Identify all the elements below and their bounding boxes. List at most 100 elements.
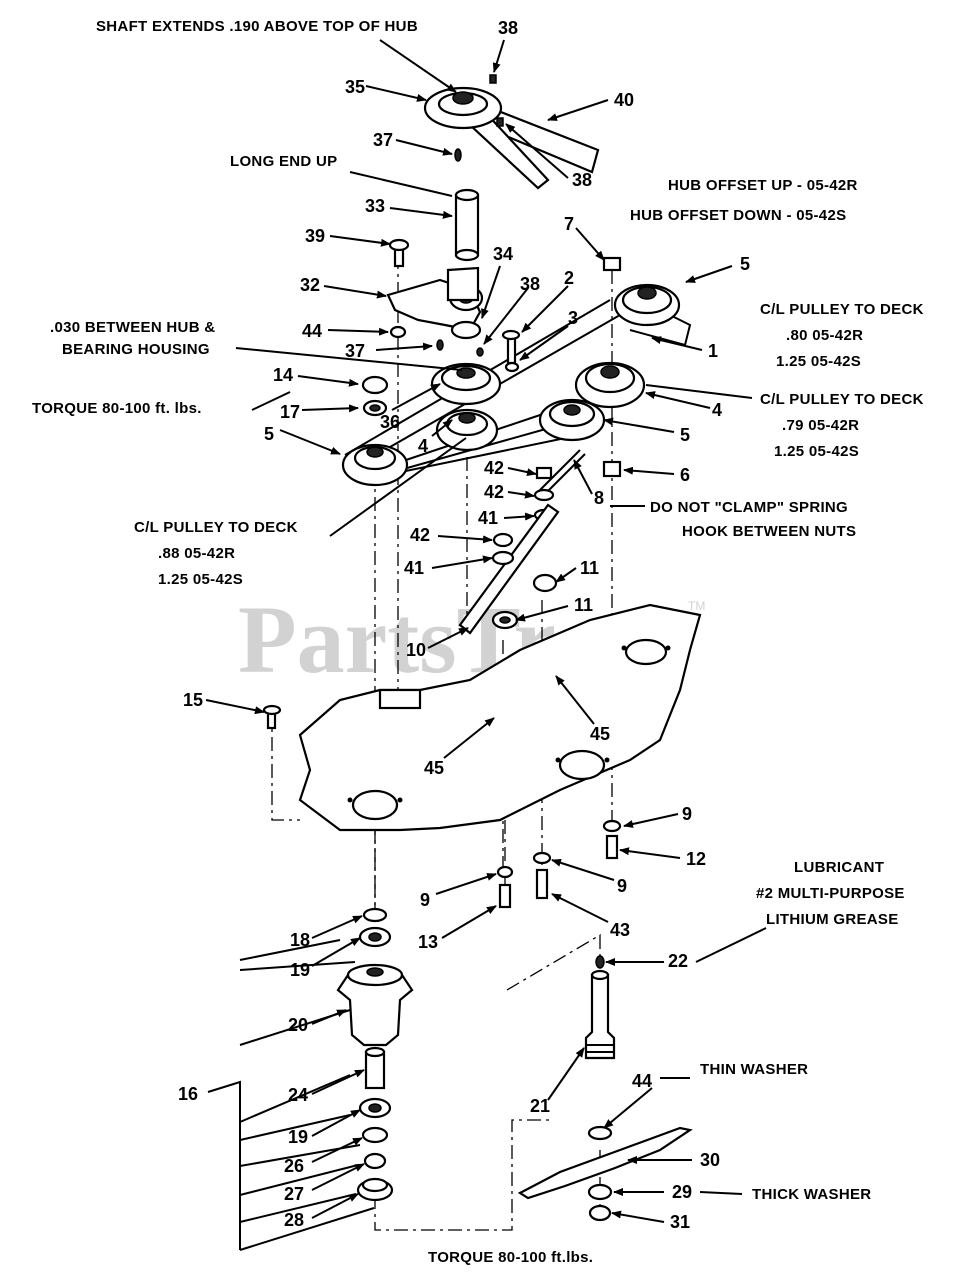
leader-lines bbox=[205, 39, 767, 1251]
note-cl-left-title: C/L PULLEY TO DECK bbox=[134, 519, 298, 536]
note-thick-washer: THICK WASHER bbox=[752, 1186, 871, 1203]
callout-1: 1 bbox=[708, 341, 718, 361]
callouts: 38 35 40 37 38 33 39 34 32 38 2 7 5 44 3… bbox=[178, 18, 750, 1232]
note-cl-left-b: 1.25 05-42S bbox=[158, 571, 243, 588]
note-cl-right1-title: C/L PULLEY TO DECK bbox=[760, 301, 924, 318]
note-thin-washer: THIN WASHER bbox=[700, 1061, 808, 1078]
shaft-33 bbox=[454, 193, 480, 257]
note-lubricant-1: LUBRICANT bbox=[794, 859, 884, 876]
callout-45: 45 bbox=[424, 758, 444, 778]
note-between-hub-1: .030 BETWEEN HUB & bbox=[50, 319, 215, 336]
deck-plate bbox=[262, 603, 702, 832]
seal-18 bbox=[362, 907, 388, 923]
callout-38: 38 bbox=[520, 274, 540, 294]
callout-15: 15 bbox=[183, 690, 203, 710]
bolt-13 bbox=[498, 883, 512, 909]
callout-19: 19 bbox=[288, 1127, 308, 1147]
callout-34: 34 bbox=[493, 244, 513, 264]
note-shaft-extends: SHAFT EXTENDS .190 ABOVE TOP OF HUB bbox=[96, 18, 418, 35]
thick-washer-29 bbox=[587, 1183, 613, 1201]
thin-washer-44 bbox=[587, 1125, 613, 1141]
idler-arm-assembly bbox=[386, 74, 600, 357]
callout-32: 32 bbox=[300, 275, 320, 295]
callout-5: 5 bbox=[680, 425, 690, 445]
seal-27 bbox=[363, 1152, 387, 1170]
retaining-ring-26 bbox=[361, 1126, 389, 1144]
bolt-43 bbox=[535, 868, 549, 900]
callout-10: 10 bbox=[406, 640, 426, 660]
note-torque-top: TORQUE 80-100 ft. lbs. bbox=[32, 400, 202, 417]
notes: SHAFT EXTENDS .190 ABOVE TOP OF HUB LONG… bbox=[32, 18, 924, 1266]
callout-14: 14 bbox=[273, 365, 293, 385]
note-cl-right1-a: .80 05-42R bbox=[786, 327, 863, 344]
callout-41: 41 bbox=[478, 508, 498, 528]
callout-6: 6 bbox=[680, 465, 690, 485]
note-cl-left-a: .88 05-42R bbox=[158, 545, 235, 562]
pulley-5-top-right bbox=[613, 283, 681, 327]
blade-30 bbox=[517, 1126, 693, 1200]
callout-8: 8 bbox=[594, 488, 604, 508]
spindle-housing-20 bbox=[336, 973, 414, 1047]
callout-29: 29 bbox=[672, 1182, 692, 1202]
callout-20: 20 bbox=[288, 1015, 308, 1035]
washer-44 bbox=[389, 325, 407, 339]
spindle-shaft-21 bbox=[584, 973, 616, 1060]
callout-5: 5 bbox=[740, 254, 750, 274]
callout-38: 38 bbox=[572, 170, 592, 190]
callout-36: 36 bbox=[380, 412, 400, 432]
set-screw-38 bbox=[489, 74, 497, 84]
callout-26: 26 bbox=[284, 1156, 304, 1176]
pulley-4-right bbox=[574, 361, 646, 409]
callout-33: 33 bbox=[365, 196, 385, 216]
callout-43: 43 bbox=[610, 920, 630, 940]
note-cl-right2-b: 1.25 05-42S bbox=[774, 443, 859, 460]
callout-38: 38 bbox=[498, 18, 518, 38]
grease-fitting-22 bbox=[595, 955, 605, 969]
callout-21: 21 bbox=[530, 1096, 550, 1116]
pulley-36-center bbox=[430, 362, 502, 406]
callout-11: 11 bbox=[580, 558, 599, 578]
callout-9: 9 bbox=[617, 876, 627, 896]
callout-4: 4 bbox=[712, 400, 722, 420]
callout-9: 9 bbox=[682, 804, 692, 824]
spring-8 bbox=[539, 449, 581, 491]
nut-31 bbox=[588, 1204, 612, 1222]
pulleys bbox=[341, 256, 681, 487]
callout-37: 37 bbox=[345, 341, 365, 361]
callout-42: 42 bbox=[484, 482, 504, 502]
spacer-24 bbox=[364, 1050, 386, 1090]
note-cl-right2-title: C/L PULLEY TO DECK bbox=[760, 391, 924, 408]
callout-35: 35 bbox=[345, 77, 365, 97]
note-lubricant-2: #2 MULTI-PURPOSE bbox=[756, 885, 905, 902]
callout-13: 13 bbox=[418, 932, 438, 952]
callout-44: 44 bbox=[632, 1071, 652, 1091]
callout-16: 16 bbox=[178, 1084, 198, 1104]
spindle-assembly bbox=[239, 907, 414, 1202]
callout-4: 4 bbox=[418, 436, 428, 456]
under-deck-hardware bbox=[496, 819, 622, 909]
note-hub-offset-down: HUB OFFSET DOWN - 05-42S bbox=[630, 207, 846, 224]
nut-14 bbox=[361, 375, 389, 395]
note-lubricant-3: LITHIUM GREASE bbox=[766, 911, 899, 928]
callout-31: 31 bbox=[670, 1212, 690, 1232]
note-clamp-2: HOOK BETWEEN NUTS bbox=[682, 523, 856, 540]
bolt-12 bbox=[605, 834, 619, 860]
washer-3 bbox=[504, 361, 520, 373]
callout-27: 27 bbox=[284, 1184, 304, 1204]
note-hub-offset-up: HUB OFFSET UP - 05-42R bbox=[668, 177, 858, 194]
key-37 bbox=[454, 148, 462, 162]
callout-40: 40 bbox=[614, 90, 634, 110]
callout-5: 5 bbox=[264, 424, 274, 444]
callout-45: 45 bbox=[590, 724, 610, 744]
callout-28: 28 bbox=[284, 1210, 304, 1230]
callout-11: 11 bbox=[574, 595, 593, 615]
spacer-34 bbox=[450, 320, 482, 340]
pulley-5-mid-right bbox=[538, 398, 606, 442]
note-between-hub-2: BEARING HOUSING bbox=[62, 341, 210, 358]
callout-37: 37 bbox=[373, 130, 393, 150]
callout-42: 42 bbox=[410, 525, 430, 545]
nut-42 bbox=[535, 466, 553, 480]
pulley-5-left bbox=[341, 443, 409, 487]
spacer-6 bbox=[602, 460, 622, 478]
